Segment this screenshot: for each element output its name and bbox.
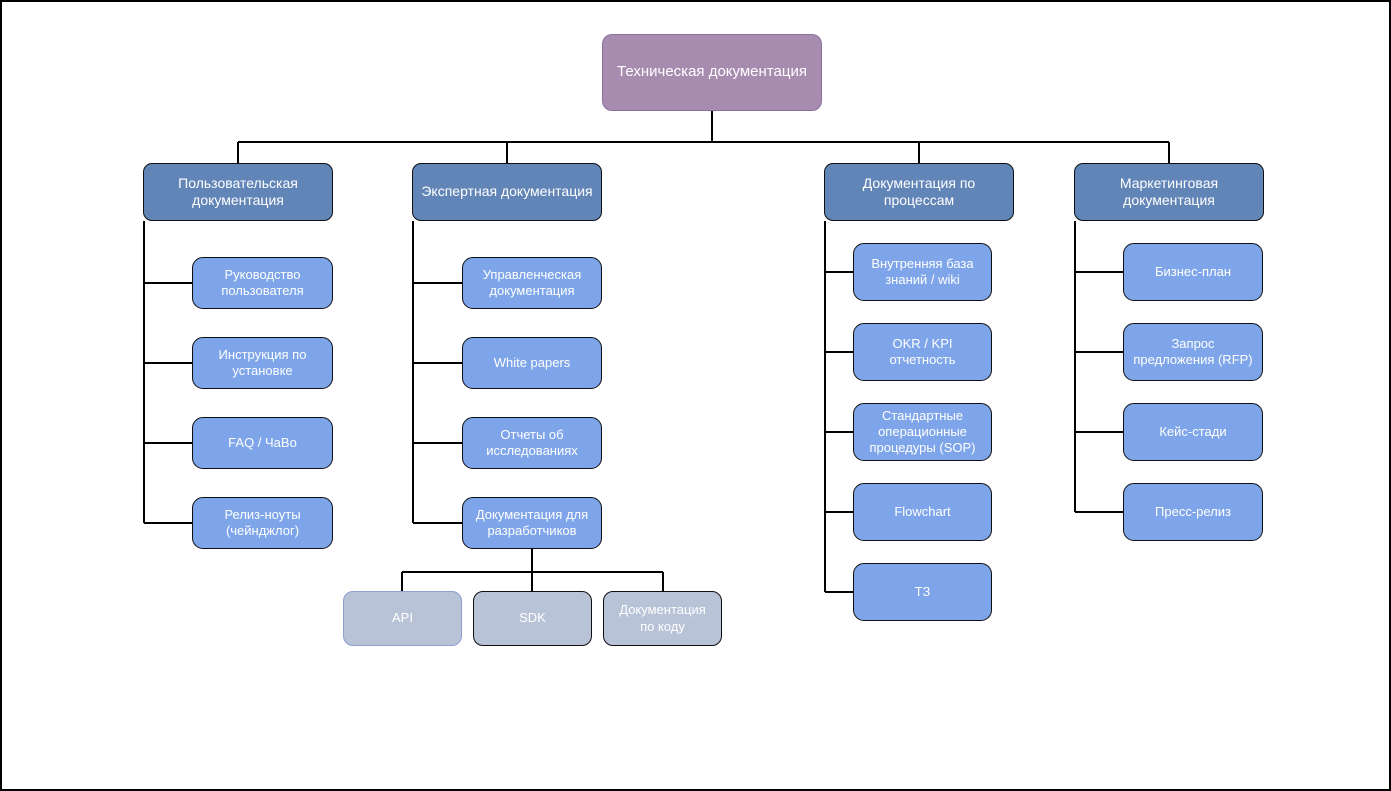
node-process-documentation[interactable]: Документация по процессам xyxy=(824,163,1014,221)
node-press-release[interactable]: Пресс-релиз xyxy=(1123,483,1263,541)
node-faq[interactable]: FAQ / ЧаВо xyxy=(192,417,333,469)
node-label: Кейс-стади xyxy=(1159,423,1227,439)
node-user-documentation[interactable]: Пользовательская документация xyxy=(143,163,333,221)
node-label: Релиз-ноуты (чейнджлог) xyxy=(224,506,301,538)
node-label: White papers xyxy=(493,354,571,370)
node-okr-kpi-reporting[interactable]: OKR / KPI отчетность xyxy=(853,323,992,381)
node-user-guide[interactable]: Руководство пользователя xyxy=(192,257,333,309)
node-research-reports[interactable]: Отчеты об исследованиях xyxy=(462,417,602,469)
node-label: Управленческая документация xyxy=(482,266,582,298)
node-rfp[interactable]: Запрос предложения (RFP) xyxy=(1123,323,1263,381)
node-label: Документация по процессам xyxy=(862,174,976,209)
node-flowchart[interactable]: Flowchart xyxy=(853,483,992,541)
node-label: Внутренняя база знаний / wiki xyxy=(871,255,974,287)
node-label: Документация по коду xyxy=(619,602,706,634)
node-business-plan[interactable]: Бизнес-план xyxy=(1123,243,1263,301)
node-label: FAQ / ЧаВо xyxy=(228,434,297,450)
node-technical-documentation[interactable]: Техническая документация xyxy=(602,34,822,111)
node-white-papers[interactable]: White papers xyxy=(462,337,602,389)
node-label: Flowchart xyxy=(894,503,951,519)
node-label: Техническая документация xyxy=(617,63,807,81)
node-knowledge-base-wiki[interactable]: Внутренняя база знаний / wiki xyxy=(853,243,992,301)
node-tz[interactable]: ТЗ xyxy=(853,563,992,621)
node-install-instructions[interactable]: Инструкция по установке xyxy=(192,337,333,389)
node-sop[interactable]: Стандартные операционные процедуры (SOP) xyxy=(853,403,992,461)
node-sdk[interactable]: SDK xyxy=(473,591,592,646)
node-code-docs[interactable]: Документация по коду xyxy=(603,591,722,646)
node-label: SDK xyxy=(519,610,546,626)
node-label: ТЗ xyxy=(914,583,931,599)
node-label: API xyxy=(392,610,413,626)
node-label: Документация для разработчиков xyxy=(475,506,589,538)
node-marketing-documentation[interactable]: Маркетинговая документация xyxy=(1074,163,1264,221)
node-label: Руководство пользователя xyxy=(221,266,304,298)
node-release-notes[interactable]: Релиз-ноуты (чейнджлог) xyxy=(192,497,333,549)
node-label: Отчеты об исследованиях xyxy=(486,426,578,458)
node-label: OKR / KPI отчетность xyxy=(889,335,956,367)
node-label: Пользовательская документация xyxy=(178,174,298,209)
node-management-docs[interactable]: Управленческая документация xyxy=(462,257,602,309)
node-api[interactable]: API xyxy=(343,591,462,646)
node-expert-documentation[interactable]: Экспертная документация xyxy=(412,163,602,221)
node-label: Бизнес-план xyxy=(1154,263,1232,279)
node-label: Стандартные операционные процедуры (SOP) xyxy=(869,407,976,456)
node-label: Запрос предложения (RFP) xyxy=(1133,335,1253,367)
node-label: Экспертная документация xyxy=(421,183,593,200)
node-developer-docs[interactable]: Документация для разработчиков xyxy=(462,497,602,549)
node-label: Пресс-релиз xyxy=(1155,503,1231,519)
node-label: Инструкция по установке xyxy=(218,346,307,378)
node-case-study[interactable]: Кейс-стади xyxy=(1123,403,1263,461)
node-label: Маркетинговая документация xyxy=(1119,174,1219,209)
